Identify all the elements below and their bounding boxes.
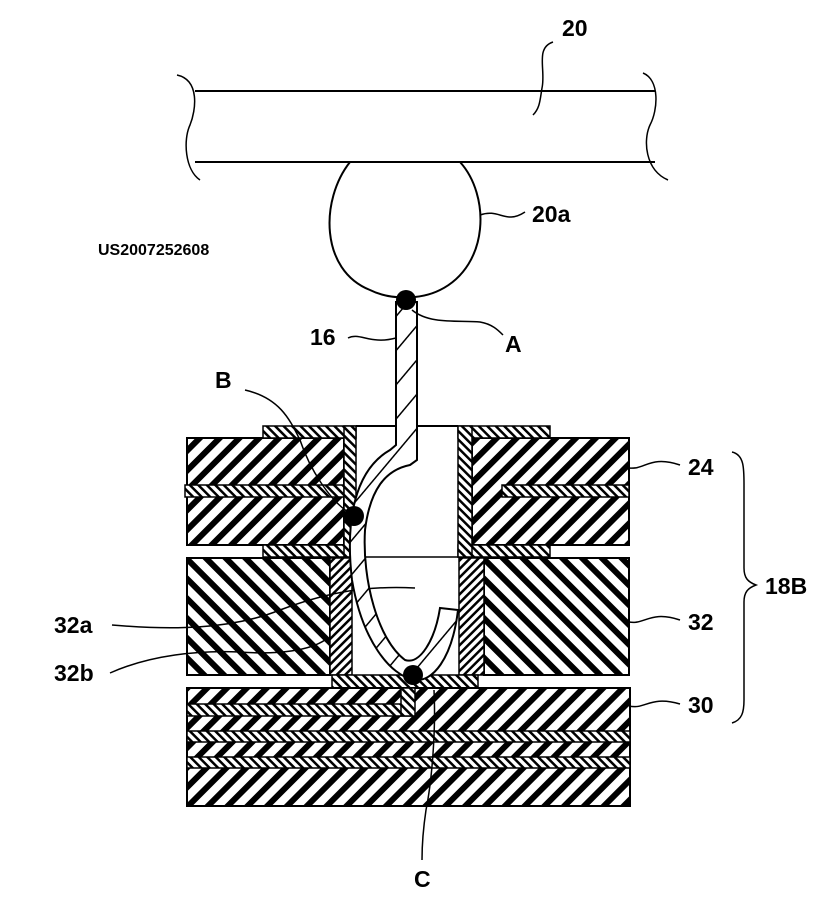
layer-30: [186, 687, 631, 807]
brace-18B: [731, 451, 759, 724]
leader-20a: [479, 211, 526, 218]
label-a: A: [505, 331, 522, 357]
label-32b: 32b: [54, 660, 94, 686]
contact-point-b: [344, 506, 364, 526]
layer-24: [184, 425, 630, 558]
leader-16: [347, 335, 397, 341]
label-32a: 32a: [54, 612, 93, 638]
solder-ball-20a: [328, 161, 482, 299]
label-32: 32: [688, 609, 714, 635]
contact-point-c: [403, 665, 423, 685]
label-24: 24: [688, 454, 714, 480]
label-20a: 20a: [532, 201, 571, 227]
label-20: 20: [562, 15, 588, 41]
label-30: 30: [688, 692, 714, 718]
layer-32: [186, 557, 630, 689]
leader-b: [244, 389, 349, 513]
board-20: [176, 72, 669, 181]
leader-c: [421, 689, 436, 861]
leader-32b: [109, 639, 326, 674]
publication-number: US2007252608: [98, 242, 209, 259]
leader-30: [628, 700, 681, 708]
label-b: B: [215, 367, 232, 393]
leader-a: [411, 309, 504, 336]
contact-point-a: [396, 290, 416, 310]
label-18B: 18B: [765, 573, 807, 599]
label-c: C: [414, 866, 431, 892]
leader-24: [628, 460, 681, 469]
label-16: 16: [310, 324, 336, 350]
leader-32: [628, 615, 681, 624]
probe-16: [348, 301, 460, 682]
leader-20: [532, 41, 554, 116]
